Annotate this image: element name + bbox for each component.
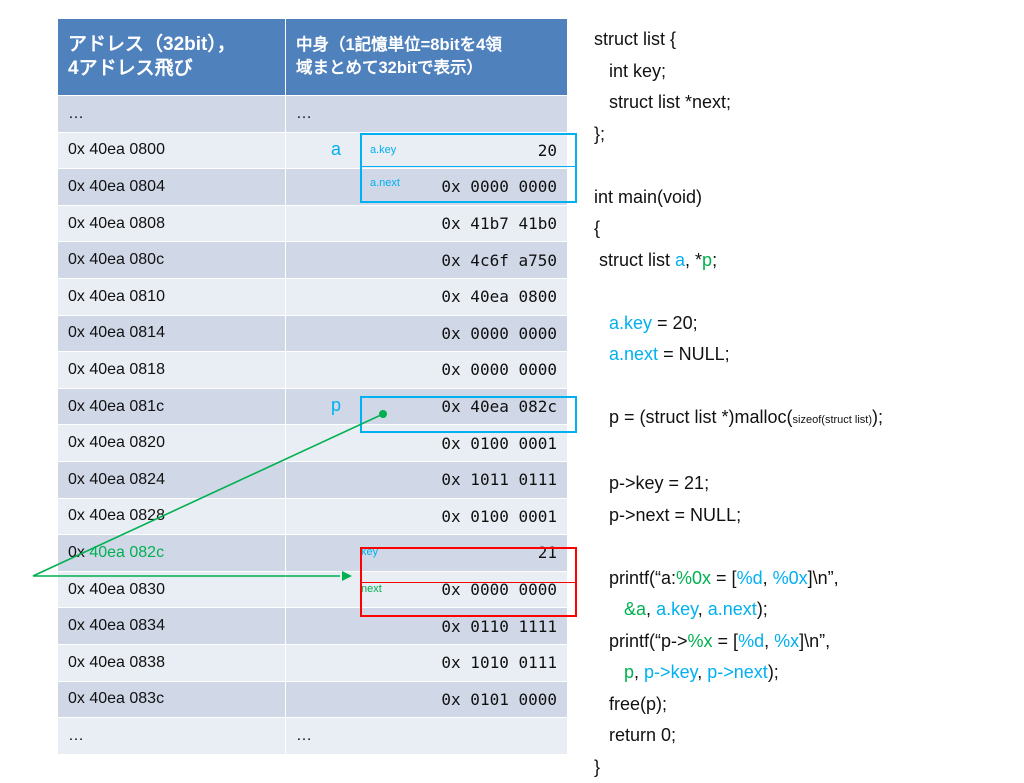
code-line: }	[594, 752, 883, 783]
code-line: printf(“p->%x = [%d, %x]\n”,	[594, 626, 883, 658]
pointer-line	[33, 414, 383, 576]
pointer-arrowhead	[342, 571, 352, 581]
code-line: a.key = 20;	[594, 308, 883, 340]
code-blank-line	[594, 437, 883, 469]
code-line: struct list a, *p;	[594, 245, 883, 277]
code-line: };	[594, 119, 883, 151]
code-line: p, p->key, p->next);	[594, 657, 883, 689]
code-line: int key;	[594, 56, 883, 88]
code-line: return 0;	[594, 720, 883, 752]
code-line: struct list *next;	[594, 87, 883, 119]
code-line: free(p);	[594, 689, 883, 721]
code-line: &a, a.key, a.next);	[594, 594, 883, 626]
code-line: {	[594, 213, 883, 245]
code-line: struct list {	[594, 24, 883, 56]
code-blank-line	[594, 150, 883, 182]
code-line: printf(“a:%0x = [%d, %0x]\n”,	[594, 563, 883, 595]
code-blank-line	[594, 371, 883, 403]
c-source-code: struct list { int key; struct list *next…	[594, 24, 883, 783]
code-line: p = (struct list *)malloc(sizeof(struct …	[594, 402, 883, 437]
code-blank-line	[594, 531, 883, 563]
code-line: p->key = 21;	[594, 468, 883, 500]
code-line: int main(void)	[594, 182, 883, 214]
code-blank-line	[594, 276, 883, 308]
code-line: p->next = NULL;	[594, 500, 883, 532]
code-line: a.next = NULL;	[594, 339, 883, 371]
